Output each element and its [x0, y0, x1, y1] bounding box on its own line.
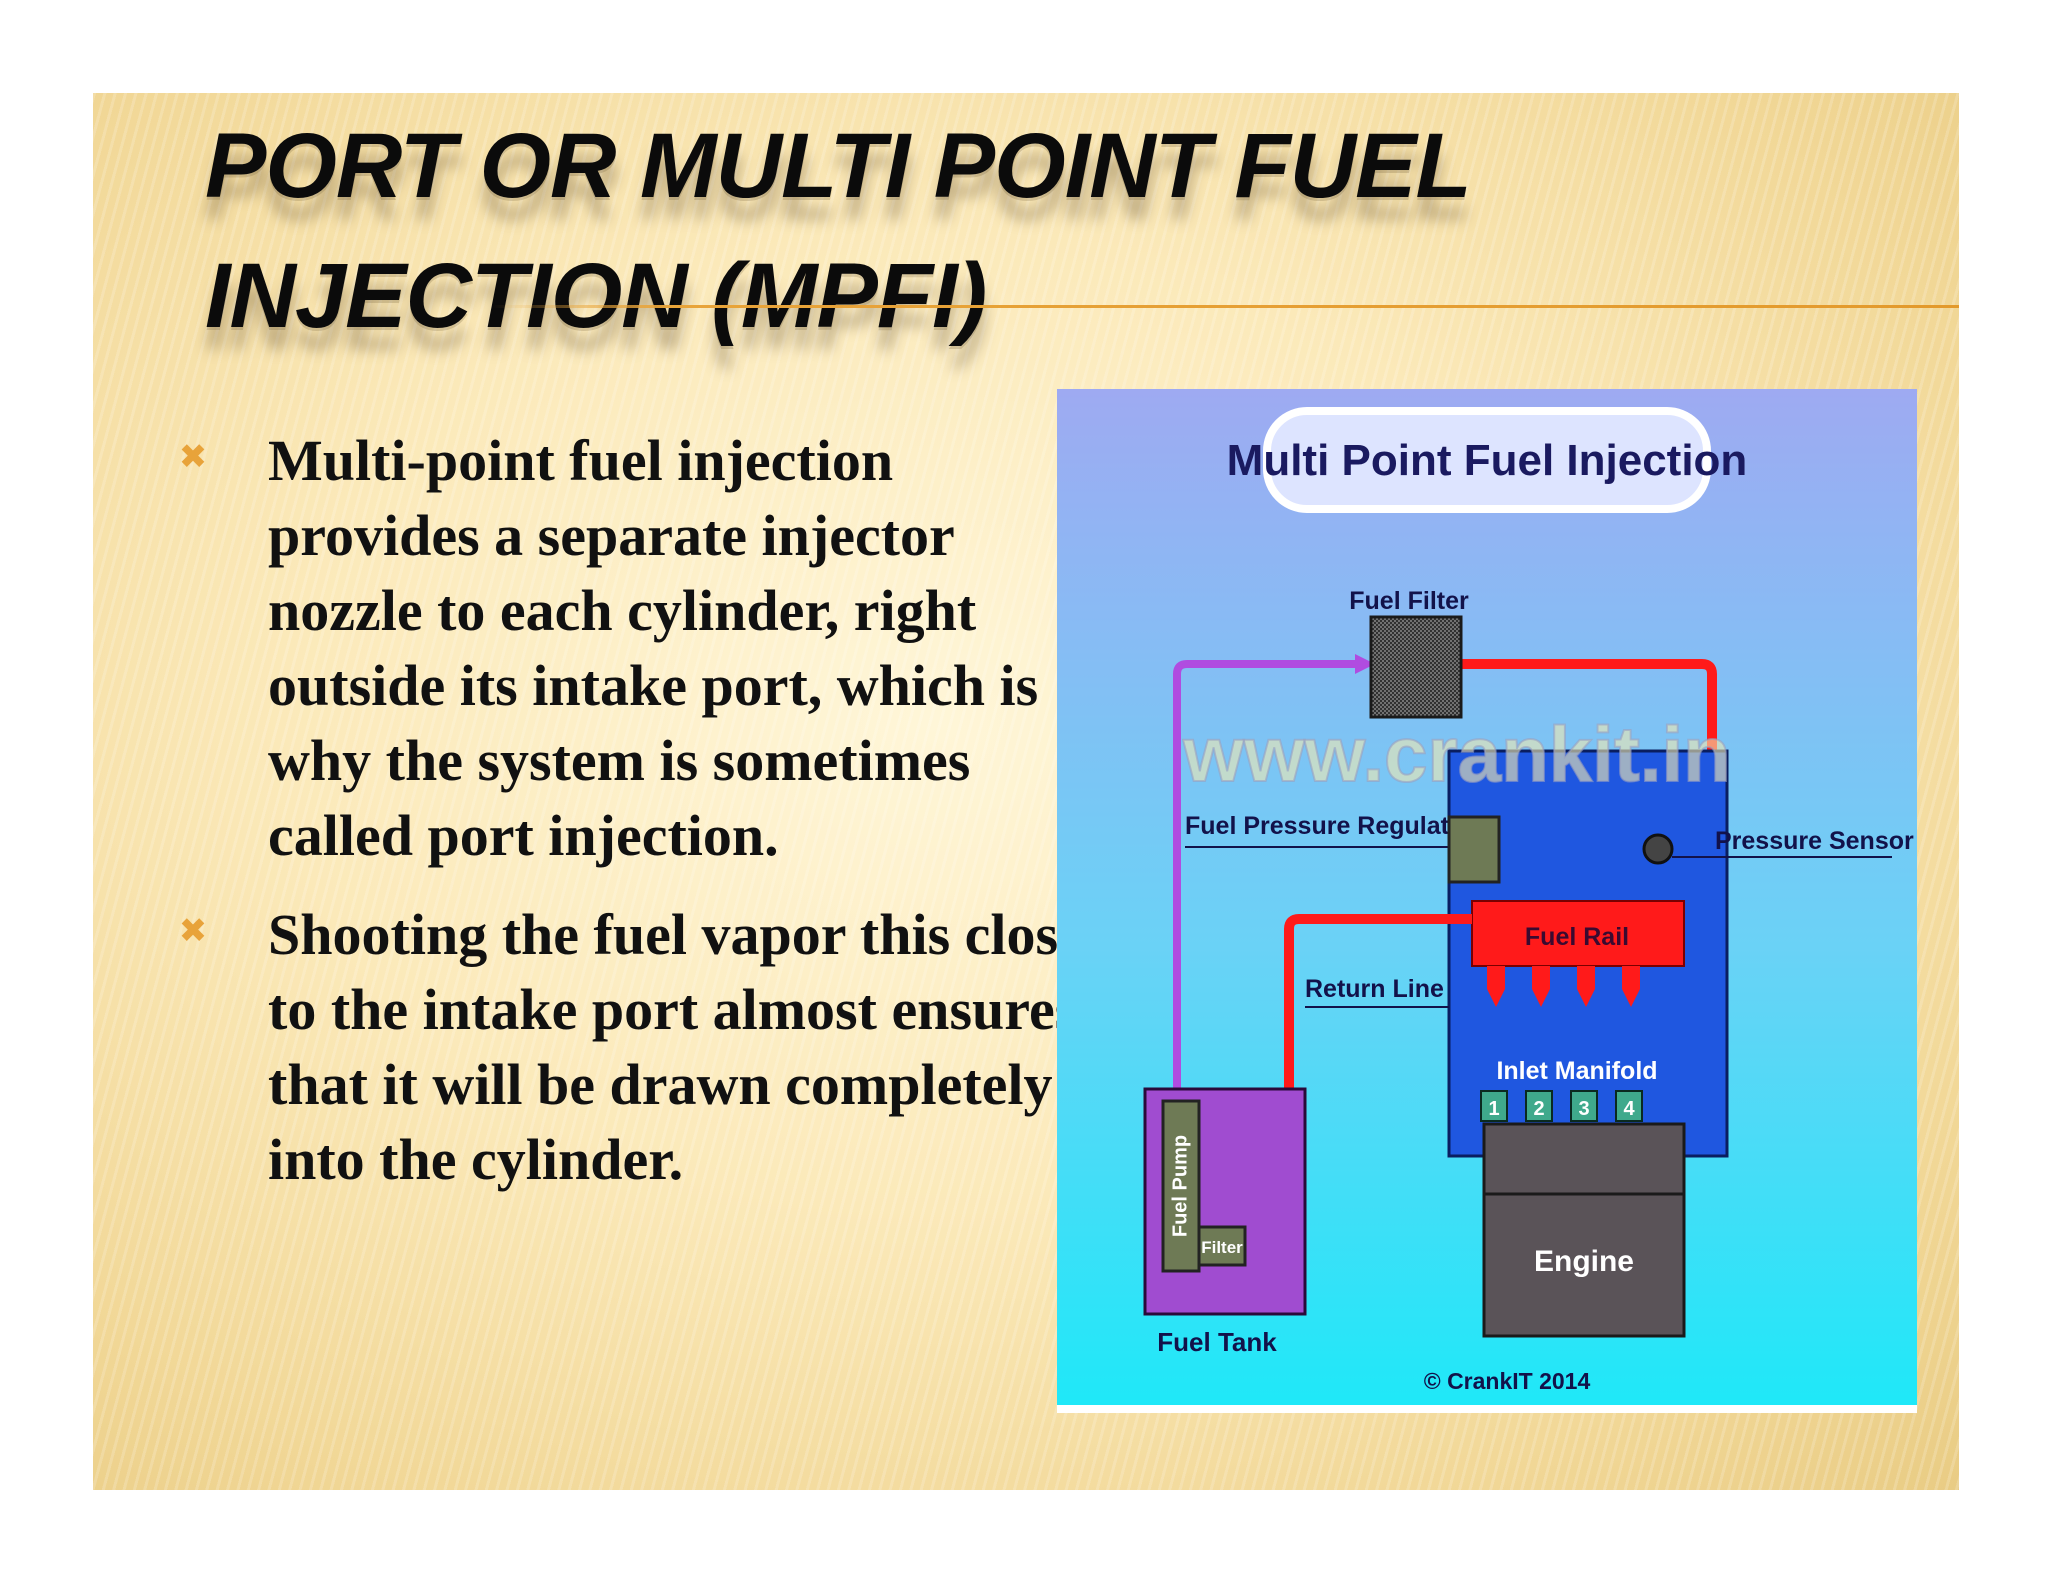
engine-label: Engine: [1534, 1245, 1634, 1278]
return-line: [1284, 914, 1472, 1104]
return-line-label: Return Line: [1305, 975, 1444, 1003]
mpfi-diagram-svg: Multi Point Fuel Injection Fuel Filter w…: [1057, 389, 1917, 1405]
bullet-text: Shooting the fuel vapor this close to th…: [268, 902, 1084, 1192]
fuel-rail: [1471, 900, 1685, 967]
copyright-text: © CrankIT 2014: [1424, 1368, 1591, 1394]
pressure-regulator: [1447, 815, 1501, 884]
slide: PORT OR MULTI POINT FUEL INJECTION (MPFI…: [93, 93, 1959, 1490]
bullet-list: ✖ Multi-point fuel injection provides a …: [173, 423, 1113, 1221]
injector-nozzle-4: [1622, 966, 1640, 1007]
x-bullet-icon: ✖: [178, 437, 208, 477]
pressure-sensor: [1642, 833, 1674, 865]
injector-nozzle-3: [1577, 966, 1595, 1007]
title-underline: [493, 305, 1959, 308]
x-bullet-icon: ✖: [178, 911, 208, 951]
fuel-tank-label: Fuel Tank: [1157, 1327, 1277, 1357]
cylinder-port: [1480, 1090, 1508, 1122]
cylinder-number: 4: [1623, 1098, 1635, 1120]
fuel-pump: [1161, 1099, 1201, 1273]
cylinder-port: [1615, 1090, 1643, 1122]
mpfi-diagram: Multi Point Fuel Injection Fuel Filter w…: [1057, 389, 1917, 1413]
bullet-text: Multi-point fuel injection provides a se…: [268, 428, 1039, 868]
regulator-label: Fuel Pressure Regulator: [1185, 812, 1474, 840]
injector-nozzle-1: [1487, 966, 1505, 1007]
bullet-item: ✖ Shooting the fuel vapor this close to …: [173, 897, 1113, 1197]
feed-line: [1173, 660, 1355, 1089]
cylinder-port: [1525, 1090, 1553, 1122]
injector-nozzle-2: [1532, 966, 1550, 1007]
diagram-heading: Multi Point Fuel Injection: [1227, 436, 1748, 485]
watermark-text: www.crankit.in: [1182, 710, 1731, 798]
bullet-item: ✖ Multi-point fuel injection provides a …: [173, 423, 1113, 873]
cylinder-ports: 1 2 3 4: [1480, 1090, 1643, 1122]
fuel-pump-label: Fuel Pump: [1169, 1135, 1191, 1237]
cylinder-number: 1: [1488, 1098, 1499, 1120]
pump-filter-label: Filter: [1201, 1238, 1243, 1257]
cylinder-number: 2: [1533, 1098, 1544, 1120]
engine-block: [1482, 1122, 1686, 1338]
cylinder-number: 3: [1578, 1098, 1589, 1120]
feed-arrow-icon: [1355, 654, 1375, 674]
supply-line: [1449, 659, 1717, 889]
pump-filter: [1197, 1225, 1247, 1267]
fuel-filter-label: Fuel Filter: [1349, 587, 1469, 615]
fuel-filter: [1369, 615, 1463, 719]
fuel-rail-label: Fuel Rail: [1525, 923, 1629, 951]
inlet-manifold-label: Inlet Manifold: [1496, 1057, 1657, 1085]
pressure-sensor-label: Pressure Sensor: [1715, 827, 1914, 855]
cylinder-port: [1570, 1090, 1598, 1122]
heading-badge: [1263, 407, 1711, 513]
injectors: [1487, 966, 1640, 1007]
slide-title: PORT OR MULTI POINT FUEL INJECTION (MPFI…: [205, 115, 1470, 347]
